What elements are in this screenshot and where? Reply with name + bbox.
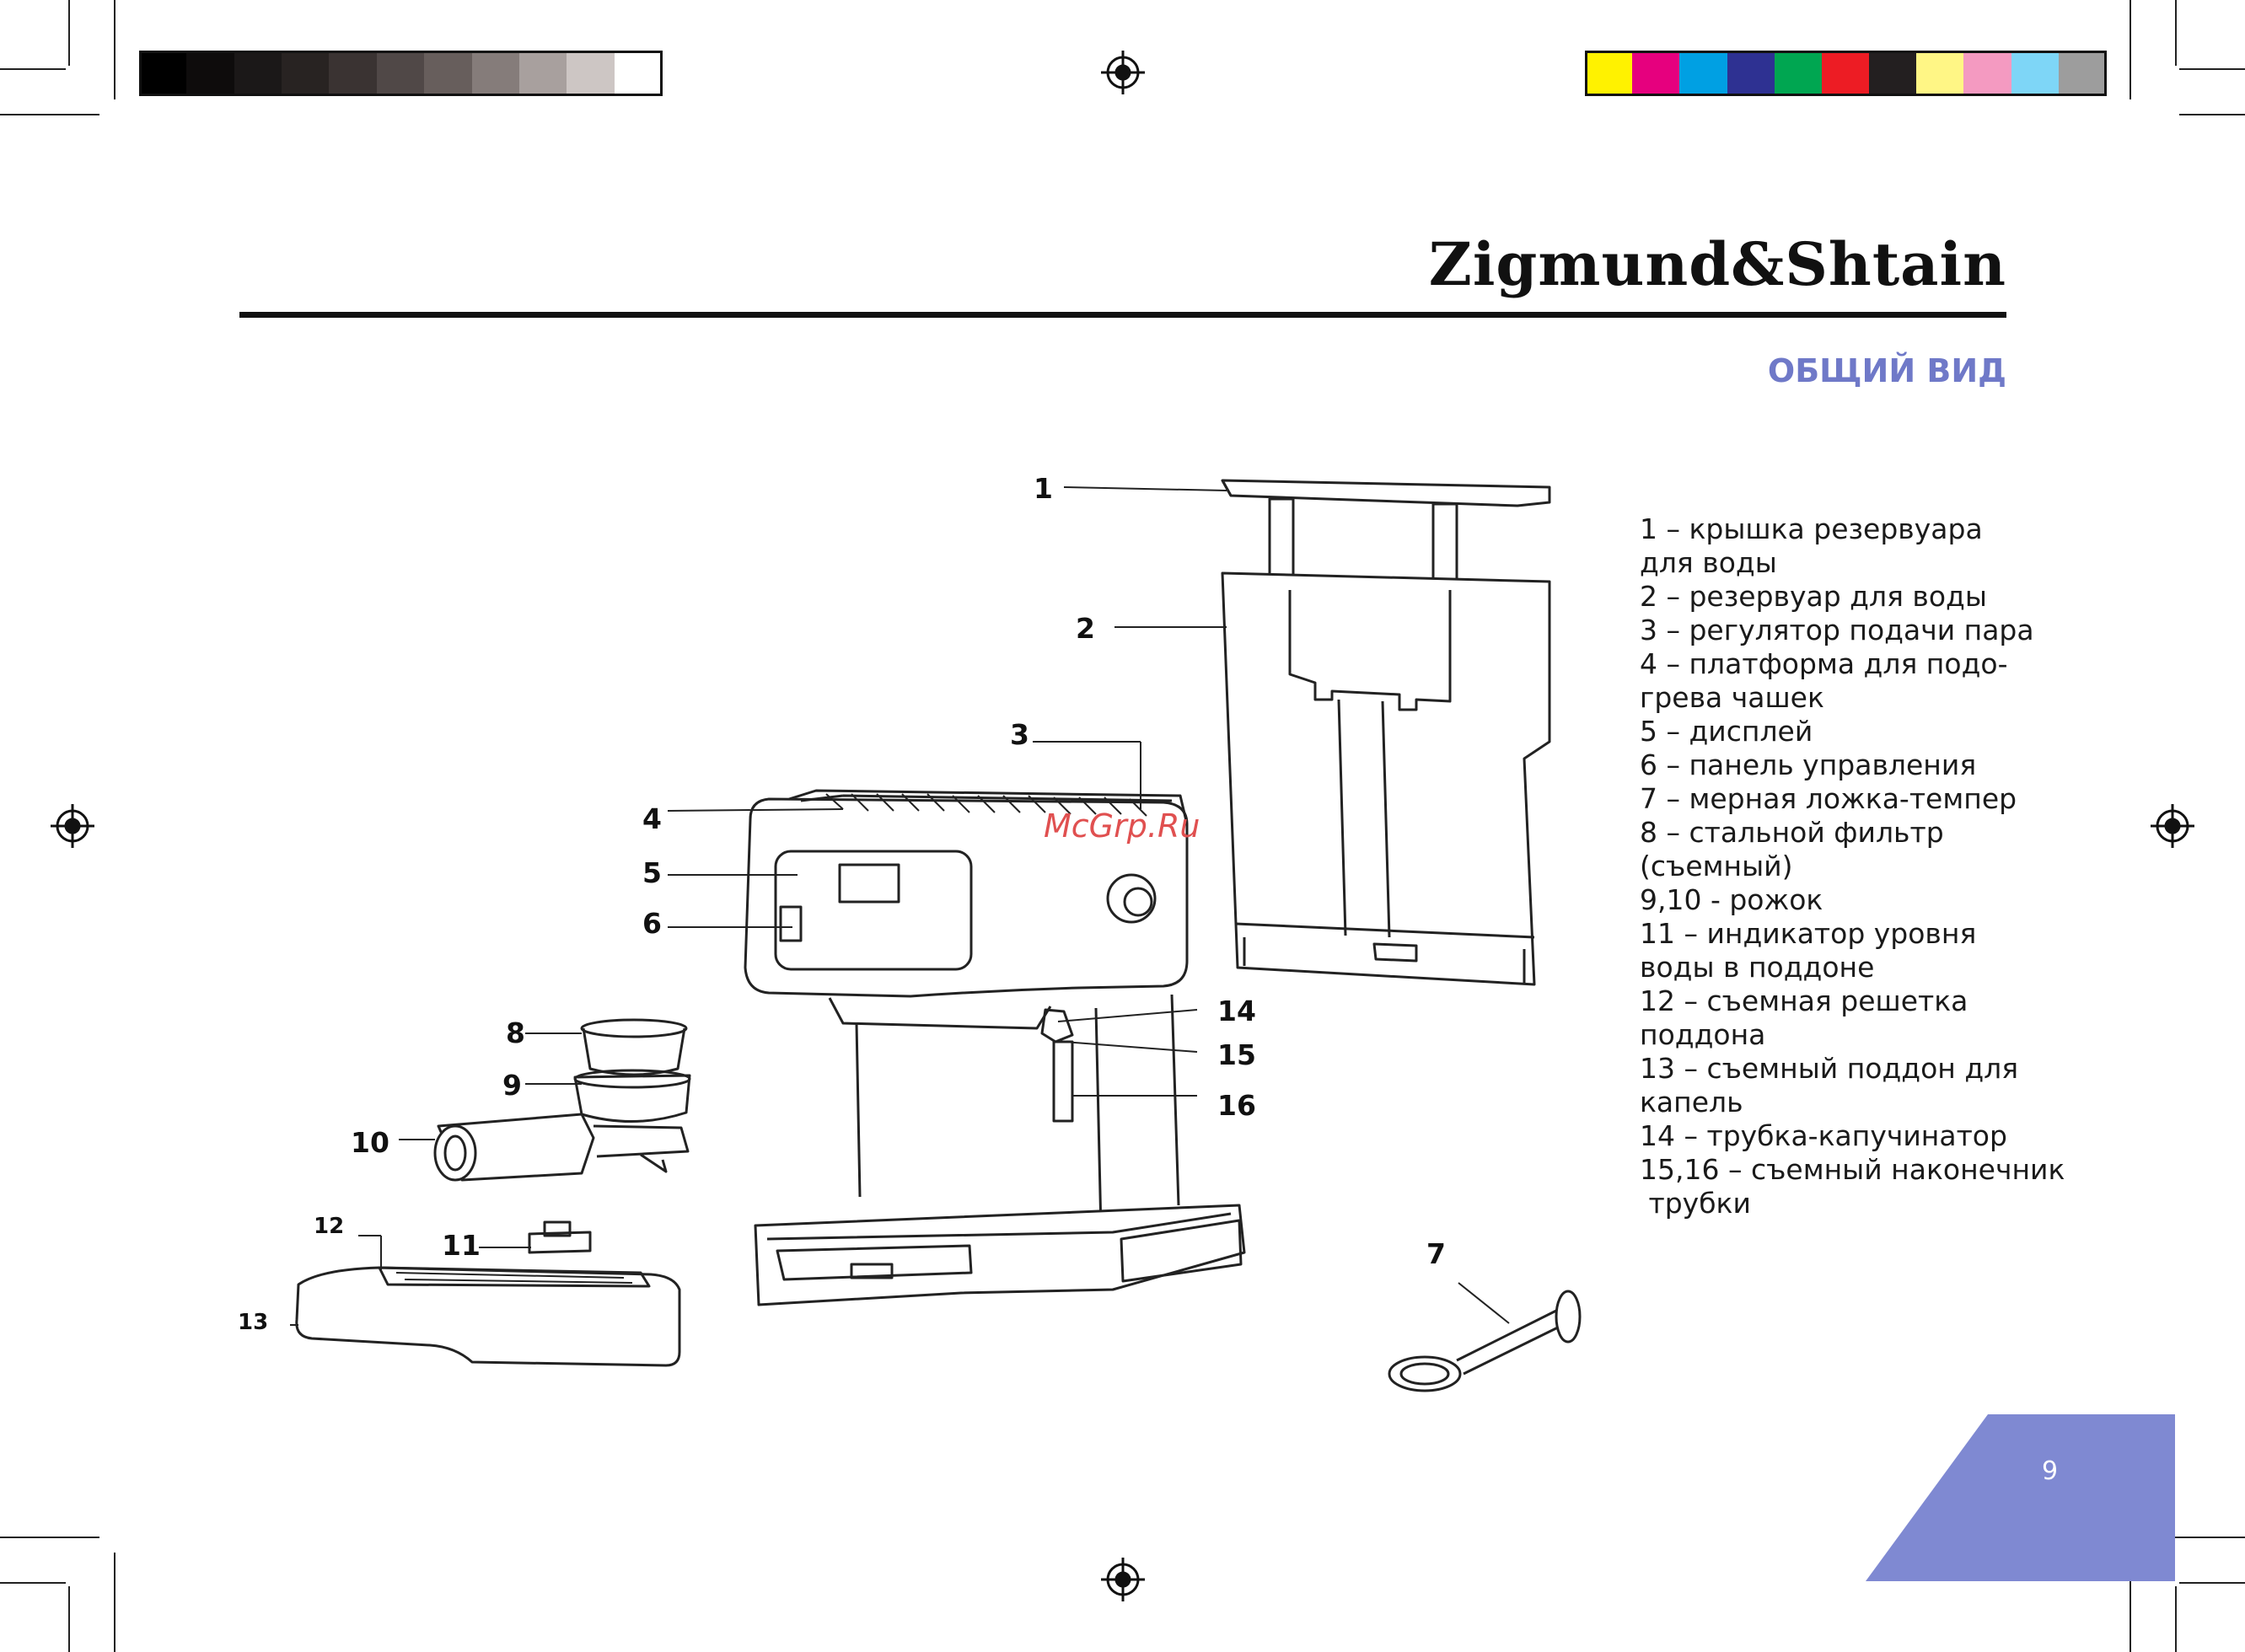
- legend-line: (съемный): [1640, 850, 1793, 882]
- callout-8: 8: [506, 1016, 525, 1049]
- callout-11: 11: [442, 1229, 481, 1262]
- calibration-swatch: [1585, 51, 1634, 96]
- legend-line: 12 – съемная решетка: [1640, 984, 1968, 1017]
- legend-line: 7 – мерная ложка-темпер: [1640, 782, 2017, 815]
- callout-3: 3: [1010, 718, 1029, 751]
- calibration-swatch: [1632, 51, 1681, 96]
- calibration-swatch: [2058, 51, 2107, 96]
- header-rule: [239, 312, 2006, 318]
- legend-line: 4 – платформа для подо-: [1640, 647, 2008, 680]
- calibration-swatch: [518, 51, 568, 96]
- brand-logo: Zigmund&Shtain: [1428, 229, 2006, 299]
- tamper-spoon-illustration: [1388, 1290, 1582, 1392]
- calibration-swatch: [614, 51, 663, 96]
- water-level-indicator-illustration: [528, 1220, 592, 1254]
- calibration-swatch: [1821, 51, 1871, 96]
- registration-mark-left: [51, 804, 94, 848]
- legend-line: 5 – дисплей: [1640, 715, 1813, 748]
- legend-line: трубки: [1640, 1187, 1751, 1220]
- calibration-swatch: [282, 51, 330, 96]
- callout-16: 16: [1217, 1089, 1256, 1122]
- legend-line: 9,10 - рожок: [1640, 883, 1823, 916]
- legend-line: капель: [1640, 1086, 1743, 1118]
- callout-13: 13: [238, 1310, 269, 1335]
- water-tank-illustration: [1221, 571, 1551, 986]
- calibration-swatch: [567, 51, 615, 96]
- legend-line: поддона: [1640, 1018, 1766, 1051]
- legend-line: воды в поддоне: [1640, 951, 1875, 984]
- calibration-swatch: [1963, 51, 2012, 96]
- page-number: 9: [2042, 1456, 2059, 1486]
- portafilter-handle-illustration: [433, 1113, 690, 1182]
- legend-line: грева чашек: [1640, 681, 1824, 714]
- steam-wand-illustration: [1040, 1008, 1074, 1123]
- legend-line: 6 – панель управления: [1640, 748, 1977, 781]
- machine-drip-base-illustration: [754, 1204, 1246, 1306]
- calibration-swatch: [186, 51, 235, 96]
- legend-line: 1 – крышка резервуара: [1640, 512, 1983, 545]
- calibration-swatch: [424, 51, 473, 96]
- callout-14: 14: [1217, 995, 1256, 1027]
- callout-9: 9: [502, 1069, 522, 1102]
- calibration-swatch: [471, 51, 520, 96]
- drip-tray-illustration: [295, 1266, 681, 1367]
- water-tank-lid-illustration: [1221, 479, 1551, 598]
- calibration-swatch: [1679, 51, 1728, 96]
- legend-line: для воды: [1640, 546, 1777, 579]
- calibration-swatch: [139, 51, 188, 96]
- section-title: ОБЩИЙ ВИД: [1767, 352, 2006, 389]
- calibration-swatch: [1774, 51, 1823, 96]
- callout-10: 10: [351, 1126, 389, 1159]
- callout-6: 6: [642, 907, 662, 940]
- calibration-swatch: [234, 51, 283, 96]
- legend-line: 3 – регулятор подачи пара: [1640, 614, 2034, 646]
- calibration-swatch: [1916, 51, 1965, 96]
- callout-12: 12: [314, 1214, 345, 1239]
- espresso-machine-body-illustration: [744, 789, 1189, 1231]
- callout-5: 5: [642, 856, 662, 889]
- portafilter-basket-illustration: [573, 1069, 691, 1123]
- legend-line: 15,16 – съемный наконечник: [1640, 1153, 2065, 1186]
- legend-line: 13 – съемный поддон для: [1640, 1052, 2019, 1085]
- steel-filter-illustration: [580, 1018, 688, 1076]
- calibration-swatch: [376, 51, 426, 96]
- calibration-swatch: [1869, 51, 1918, 96]
- calibration-swatch: [2011, 51, 2060, 96]
- page-corner-decoration: [1866, 1414, 2175, 1581]
- callout-leader-lines: [290, 486, 1510, 1326]
- registration-mark-top: [1101, 51, 1145, 94]
- legend-line: 11 – индикатор уровня: [1640, 917, 1977, 950]
- calibration-swatch: [329, 51, 378, 96]
- callout-2: 2: [1076, 612, 1095, 645]
- calibration-swatch: [1727, 51, 1775, 96]
- legend-line: 8 – стальной фильтр: [1640, 816, 1944, 849]
- watermark-text: McGrp.Ru: [1044, 807, 1200, 845]
- registration-mark-right: [2151, 804, 2194, 848]
- registration-mark-bottom: [1101, 1558, 1145, 1601]
- legend-line: 14 – трубка-капучинатор: [1640, 1119, 2007, 1152]
- callout-15: 15: [1217, 1038, 1256, 1071]
- callout-4: 4: [642, 802, 662, 835]
- legend-line: 2 – резервуар для воды: [1640, 580, 1987, 613]
- callout-1: 1: [1034, 472, 1053, 505]
- callout-7: 7: [1426, 1237, 1446, 1270]
